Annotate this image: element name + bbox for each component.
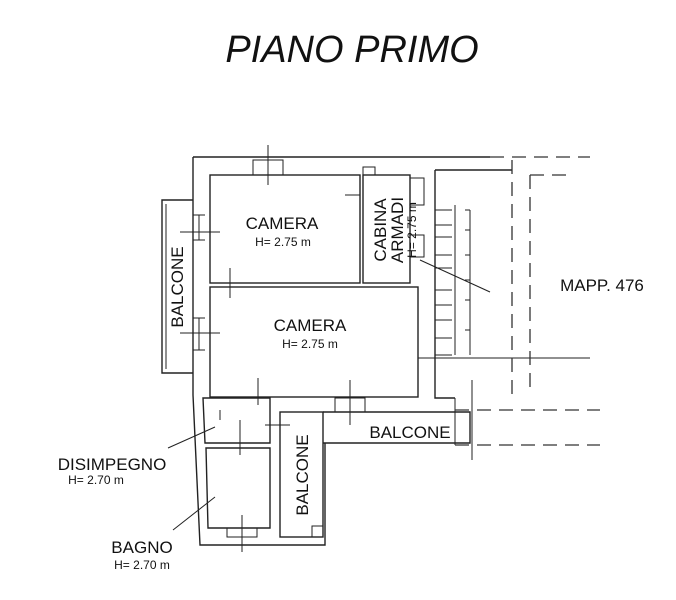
room-bagno-label: BAGNO <box>111 538 172 557</box>
balcone-left-label: BALCONE <box>168 246 187 327</box>
balcone-horizontal-label: BALCONE <box>369 423 450 442</box>
room-cabina-label-2: ARMADI <box>388 197 407 263</box>
plan-title: PIANO PRIMO <box>225 29 478 71</box>
parcel-label: MAPP. 476 <box>560 276 644 295</box>
walls <box>161 145 600 552</box>
room-camera-2-label: CAMERA <box>274 316 347 335</box>
room-cabina-height: H= 2.75 m <box>405 202 419 258</box>
room-camera-1-label: CAMERA <box>246 214 319 233</box>
room-bagno-height: H= 2.70 m <box>114 558 170 572</box>
room-cabina-label: CABINA <box>371 198 390 262</box>
room-camera-2-height: H= 2.75 m <box>282 337 338 351</box>
room-disimpegno-height: H= 2.70 m <box>68 473 124 487</box>
balcone-vertical-label: BALCONE <box>293 434 312 515</box>
room-disimpegno-label: DISIMPEGNO <box>58 455 167 474</box>
room-camera-1-height: H= 2.75 m <box>255 235 311 249</box>
